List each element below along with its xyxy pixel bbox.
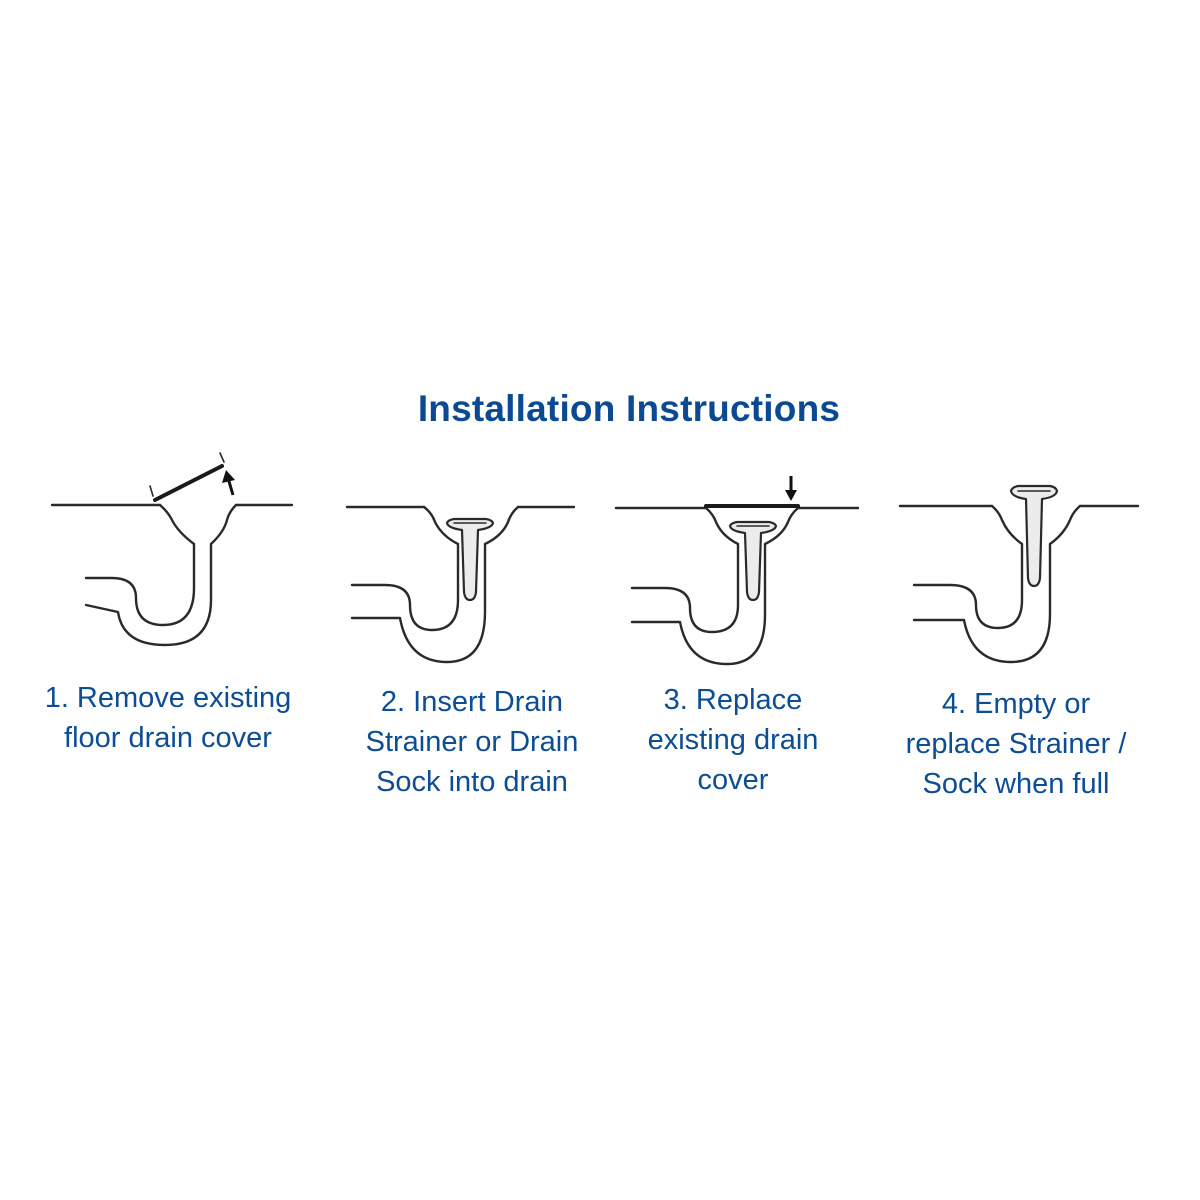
caption-line: cover	[697, 764, 769, 796]
caption-line: Sock when full	[922, 768, 1110, 800]
step-2-caption: 2. Insert Drain Strainer or Drain Sock i…	[322, 682, 622, 802]
step-2-illustration	[345, 505, 576, 664]
caption-line: 4. Empty or	[941, 688, 1091, 720]
drain-strainer	[1009, 484, 1059, 588]
step-1-caption: 1. Remove existing floor drain cover	[18, 678, 318, 758]
step-3-illustration	[614, 476, 860, 666]
floor-drain-pipe	[898, 504, 1140, 664]
floor-drain-pipe	[614, 506, 860, 666]
floor-drain-pipe	[50, 503, 294, 647]
caption-line: 1. Remove existing	[44, 682, 292, 714]
caption-line: 2. Insert Drain	[380, 686, 564, 718]
step-4-illustration	[898, 484, 1140, 664]
step-3-caption: 3. Replace existing drain cover	[583, 680, 883, 800]
step-4-caption: 4. Empty or replace Strainer / Sock when…	[866, 684, 1166, 804]
floor-drain-pipe	[345, 505, 576, 664]
caption-line: Strainer or Drain	[365, 726, 579, 758]
caption-line: floor drain cover	[64, 722, 272, 754]
caption-line: 3. Replace	[663, 684, 803, 716]
caption-line: Sock into drain	[376, 766, 568, 798]
down-arrow-icon	[785, 476, 797, 501]
drain-cover	[149, 452, 225, 502]
up-arrow-icon	[222, 470, 235, 496]
drain-strainer	[728, 520, 778, 602]
drain-strainer	[445, 517, 495, 602]
caption-line: replace Strainer /	[905, 728, 1127, 760]
step-1-illustration	[50, 452, 294, 647]
page-title: Installation Instructions	[417, 388, 841, 429]
caption-line: existing drain	[647, 724, 819, 756]
